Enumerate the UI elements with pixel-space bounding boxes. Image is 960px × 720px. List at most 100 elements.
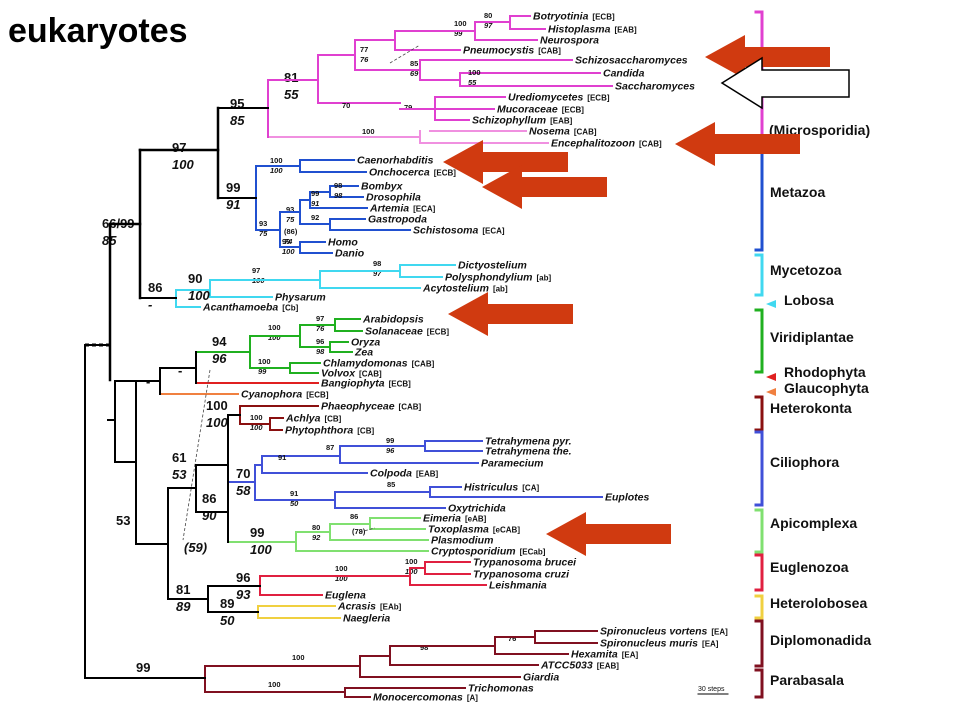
taxon-label: Bangiophyta[ECB] [321, 378, 411, 390]
taxon-label: Gastropoda [368, 214, 427, 226]
support-value: 99 [250, 525, 264, 540]
taxon-label: Pneumocystis[CAB] [463, 45, 561, 57]
taxon-label: Paramecium [481, 458, 543, 470]
support-value: 75 [259, 229, 268, 238]
taxon-label: Nosema[CAB] [529, 126, 597, 138]
support-value: 96 [212, 351, 227, 366]
scale-label: 30 steps [698, 686, 725, 693]
taxon-label: Oryza [351, 337, 380, 349]
taxon-label: Phytophthora[CB] [285, 425, 374, 437]
taxon-label: Zea [354, 347, 373, 359]
support-value: 99 [226, 180, 240, 195]
clade-label: Ciliophora [770, 454, 839, 470]
support-value: 50 [220, 613, 235, 628]
support-value: 92 [312, 533, 321, 542]
support-value: 100 [454, 19, 467, 28]
highlight-arrow-icon [482, 165, 607, 209]
support-value: 100 [362, 127, 375, 136]
support-value: 50 [290, 499, 299, 508]
outline-arrow-icon [720, 56, 850, 110]
support-value: (59) [184, 540, 207, 555]
taxon-label: Saccharomyces [615, 81, 695, 93]
support-value: 81 [284, 70, 298, 85]
support-value: 100 [268, 323, 281, 332]
taxon-label: Volvox[CAB] [321, 368, 382, 380]
taxon-label: Acrasis[EAb] [337, 601, 402, 613]
support-value: 100 [250, 542, 272, 557]
taxon-label: Acanthamoeba[Cb] [202, 302, 299, 314]
support-value: 100 [335, 574, 348, 583]
support-value: 85 [410, 59, 418, 68]
highlight-arrow-icon [705, 35, 830, 79]
taxon-label: Bombyx [361, 181, 404, 193]
taxon-label: Trichomonas [468, 683, 534, 695]
support-value: 100 [250, 413, 263, 422]
highlight-arrow-icon [546, 512, 671, 556]
taxon-label: Drosophila [366, 192, 421, 204]
support-value: 100 [206, 398, 228, 413]
support-value: 98 [373, 259, 381, 268]
support-value: 69 [410, 69, 419, 78]
taxon-label: Toxoplasma[eCAB] [428, 524, 520, 536]
clade-label: Rhodophyta [784, 364, 866, 380]
support-value: 91 [226, 197, 240, 212]
taxon-label: Plasmodium [431, 535, 493, 547]
support-value: 75 [286, 215, 295, 224]
taxon-label: Histriculus[CA] [464, 482, 539, 494]
taxon-label: Candida [603, 68, 645, 80]
support-value: 97 [316, 314, 324, 323]
taxon-label: Botryotinia[ECB] [533, 11, 615, 23]
support-value: 92 [311, 213, 319, 222]
support-value: 97 [172, 140, 186, 155]
support-value: 96 [386, 446, 395, 455]
support-value: 90 [202, 508, 217, 523]
clade-label: Lobosa [784, 292, 834, 308]
taxon-label: ATCC5033[EAB] [540, 660, 619, 672]
taxon-label: Giardia [523, 672, 559, 684]
support-value: - [178, 363, 182, 378]
support-value: 80 [484, 11, 492, 20]
highlight-arrow-icon [443, 140, 568, 184]
support-value: 76 [360, 55, 369, 64]
support-value: 90 [188, 271, 202, 286]
clade-label: Heterokonta [770, 400, 852, 416]
support-value: 93 [259, 219, 267, 228]
taxon-label: Chlamydomonas[CAB] [323, 358, 435, 370]
support-value: 99 [136, 660, 150, 675]
support-value: 96 [316, 337, 324, 346]
support-value: 100 [405, 567, 418, 576]
support-value: 74 [284, 237, 293, 246]
support-value: 58 [236, 483, 251, 498]
support-value: 100 [292, 653, 305, 662]
support-value: 85 [387, 480, 395, 489]
marker-arrow-icon [766, 373, 776, 381]
support-value: 100 [250, 423, 263, 432]
support-value: 100 [268, 333, 281, 342]
taxon-label: Dictyostelium [458, 260, 527, 272]
dashed-branch [389, 44, 421, 64]
taxon-label: Polysphondylium[ab] [445, 272, 552, 284]
support-value: 85 [230, 113, 245, 128]
taxon-label: Danio [335, 248, 365, 260]
support-value: 86 [202, 491, 216, 506]
support-value: 100 [270, 166, 283, 175]
clade-label: Parabasala [770, 672, 844, 688]
taxon-label: Tetrahymena pyr. [485, 436, 572, 448]
support-value: 97 [252, 266, 260, 275]
taxon-label: Artemia[ECA] [369, 203, 436, 215]
support-value: 99 [386, 436, 394, 445]
highlight-arrow-icon [448, 292, 573, 336]
taxon-label: Solanaceae[ECB] [365, 326, 449, 338]
taxon-label: Euplotes [605, 492, 649, 504]
support-value: 98 [334, 191, 343, 200]
marker-arrow-icon [766, 388, 776, 396]
taxon-label: Encephalitozoon[CAB] [551, 138, 662, 150]
clade-label: Mycetozoa [770, 262, 842, 278]
support-value: 76 [508, 634, 516, 643]
taxon-label: Spironucleus muris[EA] [600, 638, 719, 650]
support-value: 89 [220, 596, 234, 611]
clade-label: Diplomonadida [770, 632, 871, 648]
taxon-label: Euglena [325, 590, 366, 602]
support-value: 100 [405, 557, 418, 566]
